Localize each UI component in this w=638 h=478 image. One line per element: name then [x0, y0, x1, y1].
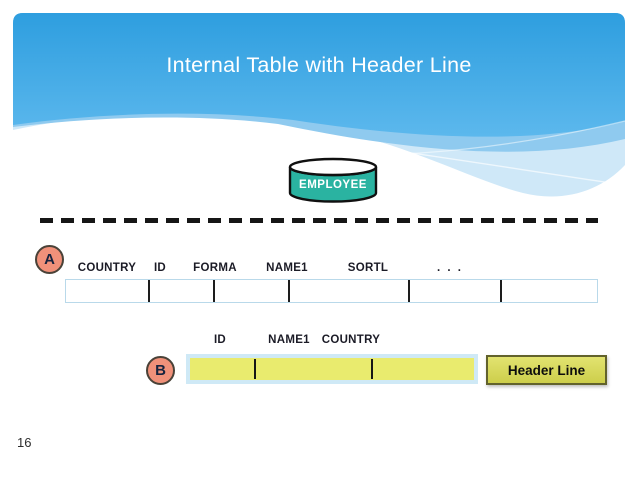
table-b-header-row [186, 354, 478, 384]
header-line-row-fill [190, 358, 474, 380]
marker-a-label: A [44, 251, 55, 268]
table-a-column-ellipsis: . . . [437, 262, 463, 274]
database-cylinder: EMPLOYEE [288, 157, 378, 203]
column-divider [408, 280, 410, 302]
table-b-column-name1: NAME1 [268, 334, 310, 346]
table-a-row [65, 279, 598, 303]
table-a-column-name1: NAME1 [266, 262, 308, 274]
page-title: Internal Table with Header Line [166, 53, 472, 77]
column-divider [148, 280, 150, 302]
marker-b-label: B [155, 362, 166, 379]
marker-b: B [146, 356, 175, 385]
table-a-column-id: ID [153, 262, 167, 274]
page-number: 16 [17, 435, 32, 450]
marker-a: A [35, 245, 64, 274]
database-label: EMPLOYEE [299, 179, 367, 191]
column-divider [288, 280, 290, 302]
header-wave-graphic [13, 13, 625, 197]
table-b-column-country: COUNTRY [321, 334, 381, 346]
column-divider [371, 359, 373, 379]
header-line-callout: Header Line [486, 355, 607, 385]
header-line-callout-label: Header Line [507, 362, 586, 378]
table-a-column-forma: FORMA [193, 262, 237, 274]
separator-dashed-line [40, 218, 598, 223]
table-a-column-country: COUNTRY [77, 262, 137, 274]
table-b-column-id: ID [213, 334, 227, 346]
column-divider [500, 280, 502, 302]
column-divider [213, 280, 215, 302]
column-divider [254, 359, 256, 379]
table-a-column-sortl: SORTL [347, 262, 389, 274]
